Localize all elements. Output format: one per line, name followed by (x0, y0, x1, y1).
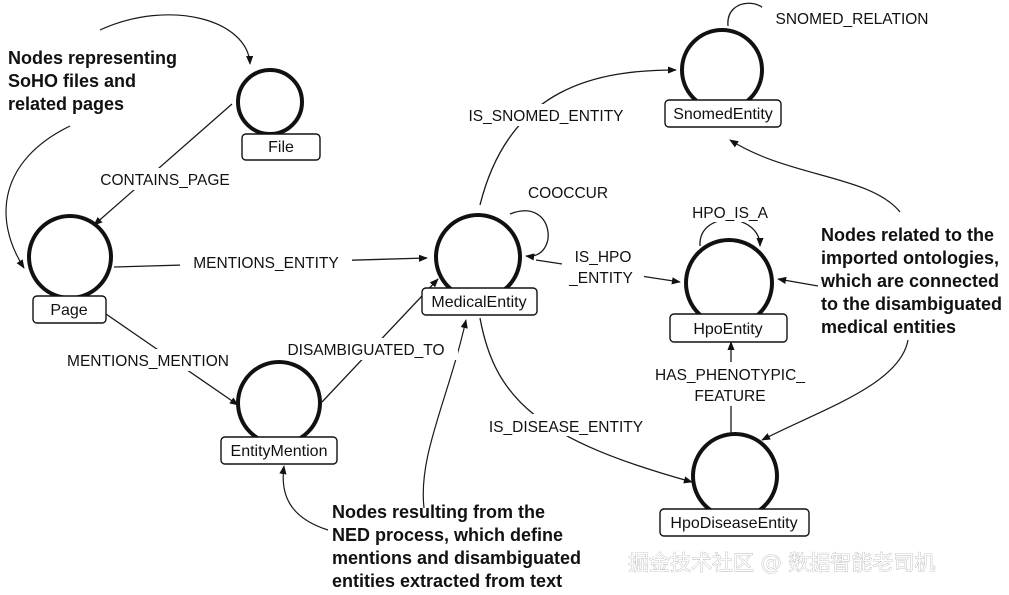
watermark-text: 掘金技术社区 @ 数据智能老司机 (628, 551, 935, 575)
note-soho-files: Nodes representing SoHO files and relate… (8, 48, 177, 114)
has-phenotypic-feature-label-line1: HAS_PHENOTYPIC_ (655, 367, 805, 384)
hpo-disease-entity-node-circle (691, 432, 779, 520)
is-snomed-entity-label: IS_SNOMED_ENTITY (468, 108, 623, 125)
page-node-circle (27, 214, 113, 300)
node-medical-entity[interactable]: MedicalEntity (421, 213, 538, 316)
node-hpo-entity[interactable]: HpoEntity (669, 238, 788, 343)
mentions-mention-label: MENTIONS_MENTION (67, 353, 229, 370)
page-node-label: Page (50, 302, 87, 319)
annotation-pointers (5, 14, 909, 531)
note-ned-line4: entities extracted from text (332, 571, 562, 591)
entity-mention-node-circle (236, 360, 322, 446)
snomed-relation-label: SNOMED_RELATION (775, 11, 928, 28)
edge-is-snomed-entity (479, 66, 677, 206)
snomed-entity-node-circle (680, 28, 764, 112)
note-ontologies-line4: to the disambiguated (821, 294, 1002, 314)
entity-mention-node-label-box (220, 436, 338, 465)
file-node-circle (236, 68, 304, 136)
disambiguated-to-label: DISAMBIGUATED_TO (287, 342, 444, 359)
note-soho-line2: SoHO files and (8, 71, 136, 91)
mentions-entity-label: MENTIONS_ENTITY (193, 255, 339, 272)
ned-note-pointer-mention (279, 465, 329, 531)
cooccur-label: COOCCUR (528, 185, 608, 202)
hpo-entity-node-label-box (669, 313, 788, 343)
snomed-entity-node-label: SnomedEntity (673, 106, 773, 123)
node-page[interactable]: Page (27, 214, 113, 324)
edges (93, 2, 773, 484)
edge-cooccur (509, 210, 549, 261)
contains-page-label: CONTAINS_PAGE (100, 172, 229, 189)
file-node-label: File (268, 139, 294, 156)
note-ontologies-line2: imported ontologies, (821, 248, 999, 268)
snomed-entity-node-label-box (664, 99, 782, 128)
hpo-entity-node-label: HpoEntity (693, 321, 762, 338)
note-ontologies-line1: Nodes related to the (821, 225, 994, 245)
node-file[interactable]: File (236, 68, 321, 161)
ontology-note-pointer-hpo (777, 276, 819, 287)
medical-entity-node-label-box (421, 287, 538, 316)
node-snomed-entity[interactable]: SnomedEntity (664, 28, 782, 128)
soho-note-pointer-file (99, 14, 254, 65)
node-hpo-disease-entity[interactable]: HpoDiseaseEntity (659, 432, 810, 537)
medical-entity-node-circle (434, 213, 522, 301)
edge-labels: CONTAINS_PAGE MENTIONS_ENTITY MENTIONS_M… (55, 7, 942, 436)
hpo-disease-entity-node-label: HpoDiseaseEntity (670, 515, 797, 532)
has-phenotypic-feature-label-line2: FEATURE (694, 388, 765, 405)
note-ned-line1: Nodes resulting from the (332, 502, 545, 522)
soho-note-pointer-page (5, 125, 71, 269)
note-soho-line3: related pages (8, 94, 124, 114)
medical-entity-node-label: MedicalEntity (431, 294, 526, 311)
node-entity-mention[interactable]: EntityMention (220, 360, 338, 465)
note-ned-process: Nodes resulting from the NED process, wh… (332, 502, 581, 591)
file-node-label-box (241, 133, 321, 161)
note-soho-line1: Nodes representing (8, 48, 177, 68)
is-disease-entity-label: IS_DISEASE_ENTITY (489, 419, 643, 436)
page-node-label-box (32, 295, 107, 324)
note-ontologies: Nodes related to the imported ontologies… (820, 225, 1002, 337)
ontology-note-pointer-snomed (729, 139, 901, 213)
entity-mention-node-label: EntityMention (231, 443, 328, 460)
ontology-note-pointer-hpodisease (761, 339, 909, 441)
edge-contains-page (93, 103, 233, 226)
note-ontologies-line3: which are connected (820, 271, 999, 291)
hpo-disease-entity-node-label-box (659, 508, 810, 537)
is-hpo-entity-label-line2: _ENTITY (568, 270, 633, 287)
note-ned-line2: NED process, which define (332, 525, 563, 545)
ned-note-pointer-medical (422, 319, 468, 509)
hpo-entity-node-circle (684, 238, 774, 328)
hpo-is-a-label: HPO_IS_A (692, 205, 768, 222)
note-ontologies-line5: medical entities (821, 317, 956, 337)
edge-snomed-relation (727, 2, 773, 27)
note-ned-line3: mentions and disambiguated (332, 548, 581, 568)
is-hpo-entity-label-line1: IS_HPO (575, 249, 632, 266)
